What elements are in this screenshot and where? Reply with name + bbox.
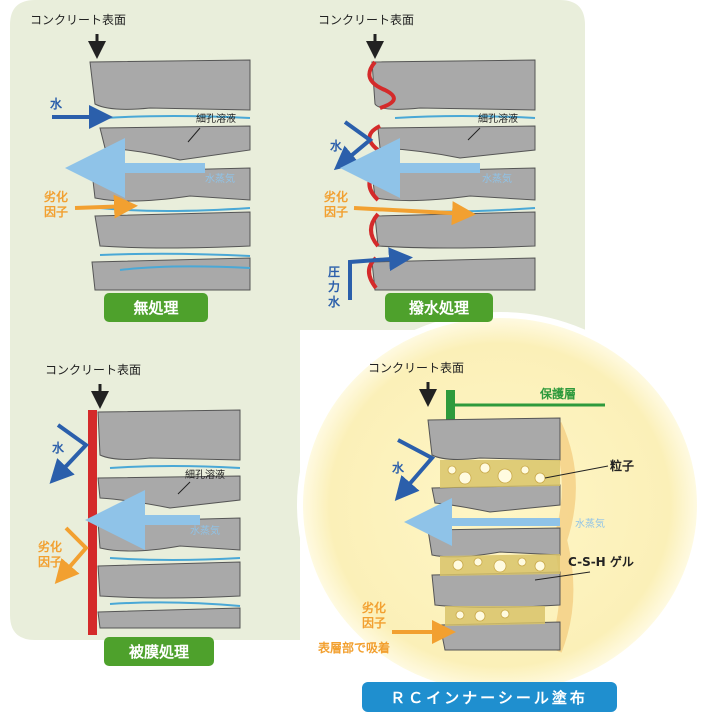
csh-gel-label: C-S-H ゲル <box>568 554 634 569</box>
water-arrow-icon <box>49 423 90 484</box>
deterioration-label-1: 劣化 <box>324 189 348 204</box>
deterioration-arrow-icon <box>353 201 476 226</box>
particles-label: 粒子 <box>610 458 634 473</box>
label-box-untreated <box>104 293 208 322</box>
label-box-rc-seal <box>362 682 617 712</box>
surface-label: コンクリート表面 <box>368 361 464 375</box>
pore-solution-label: 細孔溶液 <box>478 112 518 125</box>
deterioration-arrow-icon <box>54 526 89 585</box>
pore-solution-label: 細孔溶液 <box>196 112 236 125</box>
surface-absorb-label: 表層部で吸着 <box>317 640 390 655</box>
pressure-label-3: 水 <box>328 294 341 309</box>
deterioration-label-1: 劣化 <box>44 189 68 204</box>
panel-label: 撥水処理 <box>409 299 469 317</box>
vapor-label: 水蒸気 <box>205 172 235 185</box>
deterioration-arrow-icon <box>74 194 138 219</box>
bubble-particle-icon <box>447 462 546 622</box>
surface-label: コンクリート表面 <box>45 363 141 377</box>
panel-label: ＲＣインナーシール塗布 <box>390 689 588 707</box>
deterioration-label-2: 因子 <box>324 204 348 219</box>
deterioration-label-1: 劣化 <box>362 600 386 615</box>
vapor-label: 水蒸気 <box>190 524 220 537</box>
protective-layer-label: 保護層 <box>539 386 576 401</box>
surface-label: コンクリート表面 <box>30 13 126 27</box>
panel-label: 被膜処理 <box>129 643 189 661</box>
water-label: 水 <box>330 138 343 153</box>
deterioration-label-2: 因子 <box>44 204 68 219</box>
water-label: 水 <box>392 460 405 475</box>
deterioration-label-2: 因子 <box>362 615 386 630</box>
pore-solution-label: 細孔溶液 <box>185 468 225 481</box>
panel-film: コンクリート表面 水 細孔溶液 水蒸気 劣化 因子 被膜処理 <box>38 363 241 666</box>
label-box-repellent <box>385 293 493 322</box>
pressure-arrow-icon <box>348 247 413 300</box>
water-arrow-icon <box>394 438 436 502</box>
surface-label: コンクリート表面 <box>318 13 414 27</box>
deterioration-label-2: 因子 <box>38 554 62 569</box>
deterioration-label-1: 劣化 <box>38 539 62 554</box>
label-box-film <box>104 637 214 666</box>
water-label: 水 <box>50 96 63 111</box>
water-label: 水 <box>52 440 65 455</box>
panel-rc-seal: コンクリート表面 保護層 水 粒子 水蒸気 C-S-H ゲ <box>317 361 634 712</box>
vapor-label: 水蒸気 <box>482 172 512 185</box>
film-coating <box>88 410 97 635</box>
panel-repellent: コンクリート表面 水 細孔溶液 水蒸気 劣化 因子 圧 力 水 撥水処理 <box>318 13 536 322</box>
pressure-label-2: 力 <box>328 279 340 294</box>
panel-label: 無処理 <box>133 299 178 317</box>
vapor-label: 水蒸気 <box>575 517 605 530</box>
panel-untreated: コンクリート表面 水 細孔溶液 水蒸気 劣化 因子 無処理 <box>30 13 251 322</box>
pressure-label-1: 圧 <box>328 265 340 279</box>
